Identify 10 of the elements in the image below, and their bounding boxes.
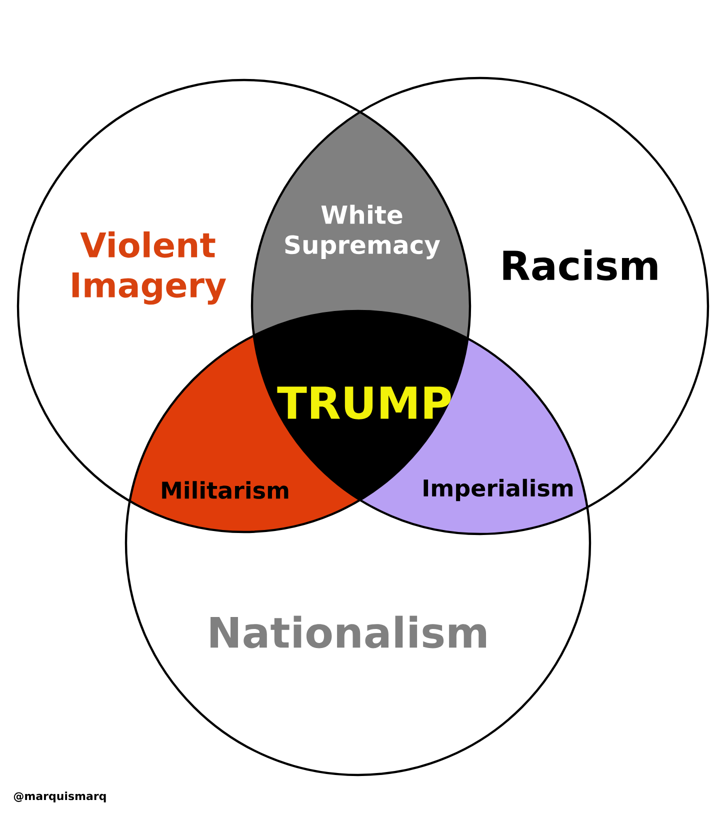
venn-circle [124, 310, 592, 776]
region-label: White Supremacy [285, 204, 440, 260]
region-label: Militarism [162, 481, 288, 499]
circle-label: Violent Imagery [72, 231, 226, 305]
overlap-region [252, 112, 470, 339]
circle-label: Nationalism [210, 616, 486, 648]
region-label: TRUMP [277, 386, 451, 420]
region-label: Imperialism [424, 478, 573, 502]
credit-text: @marquismarq [14, 792, 106, 802]
circle-label: Racism [503, 250, 658, 280]
